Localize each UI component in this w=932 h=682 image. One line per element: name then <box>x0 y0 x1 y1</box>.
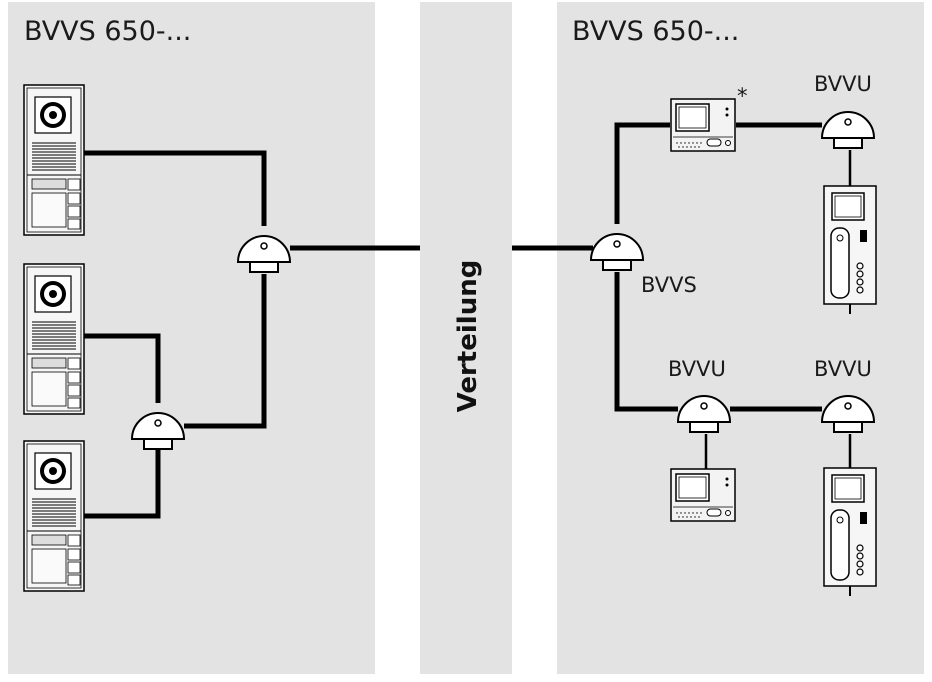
bvvs-label: BVVS <box>641 273 697 297</box>
distribution-panel <box>420 2 512 674</box>
wire-right-top <box>614 122 670 224</box>
wire-station2 <box>84 333 161 403</box>
video-monitor-icon <box>670 98 736 152</box>
asterisk-label: * <box>737 84 748 108</box>
wire-station1 <box>84 150 267 226</box>
left-panel-title: BVVS 650-... <box>24 16 191 47</box>
video-monitor-icon <box>670 468 736 522</box>
door-station-icon <box>23 440 85 592</box>
door-station-icon <box>23 263 85 415</box>
distribution-label: Verteilung <box>453 260 483 413</box>
video-handset-icon <box>823 185 877 315</box>
video-handset-icon <box>823 467 877 597</box>
wire-right-bottom <box>614 272 678 412</box>
right-panel-title: BVVS 650-... <box>572 16 739 47</box>
wire-station3 <box>84 447 161 519</box>
wire-lower-dist-up <box>184 274 267 429</box>
door-station-icon <box>23 84 85 236</box>
bvvu-right-label: BVVU <box>814 357 872 381</box>
bvvu-top-label: BVVU <box>814 72 872 96</box>
bvvu-mid-label: BVVU <box>668 357 726 381</box>
